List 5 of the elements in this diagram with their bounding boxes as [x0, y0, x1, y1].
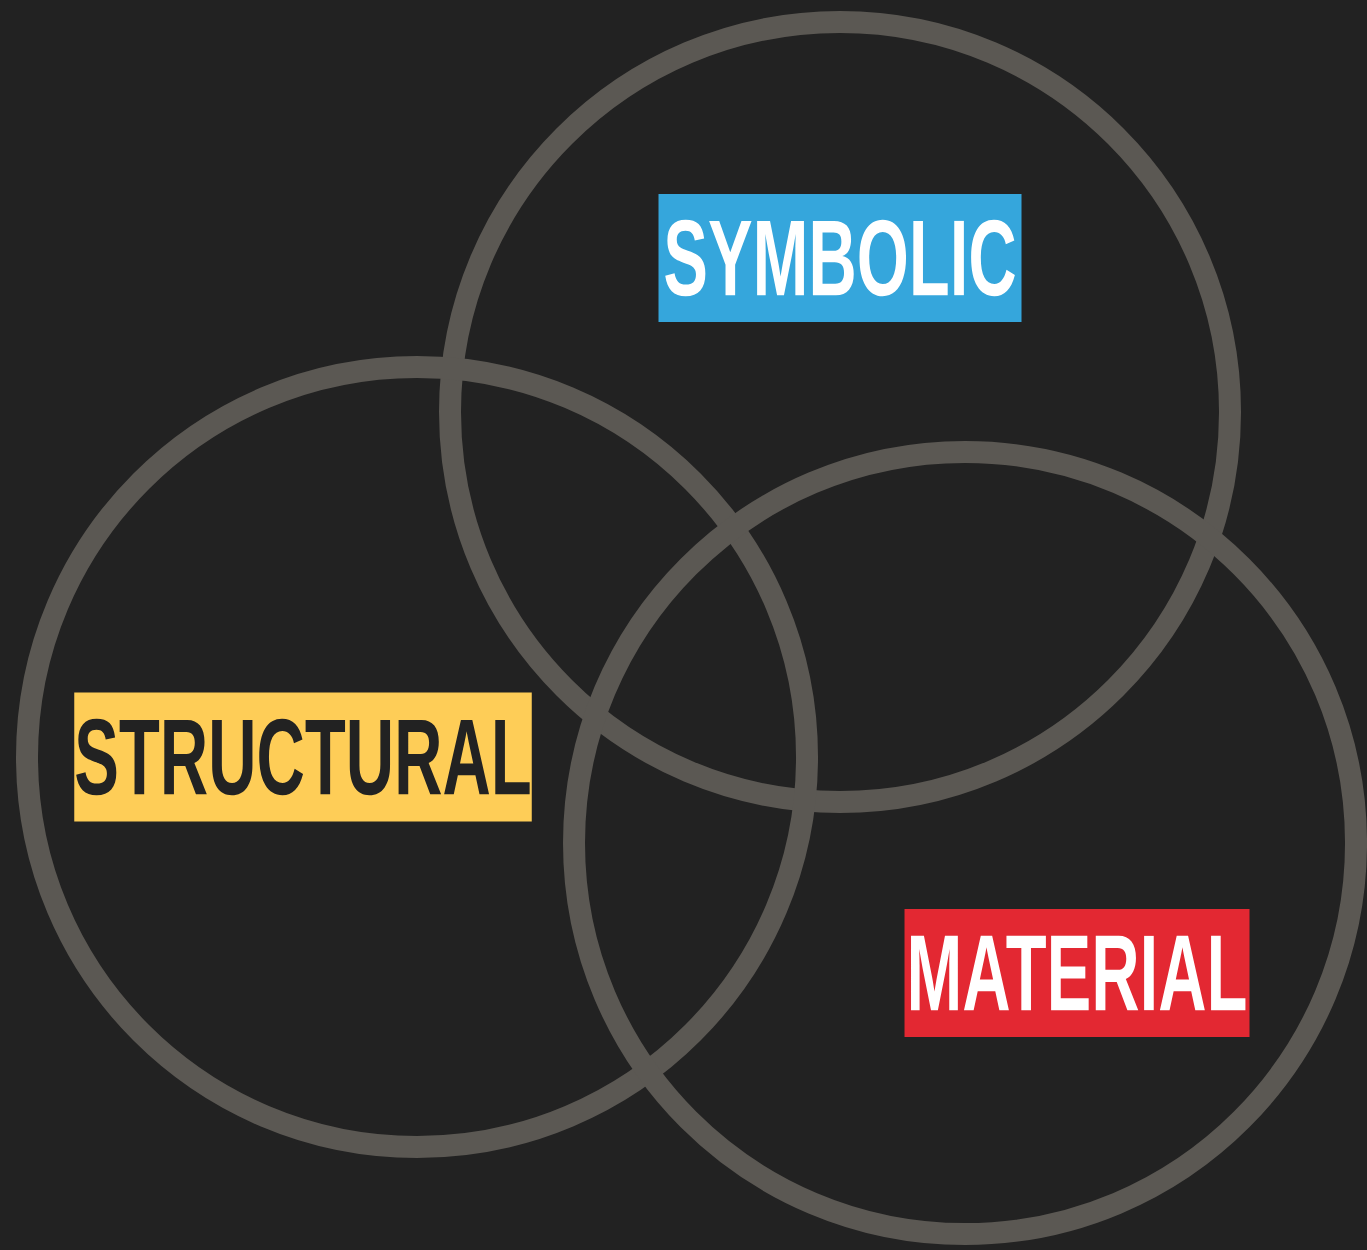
label-box: MATERIAL	[904, 909, 1250, 1037]
venn-circle	[16, 356, 818, 1158]
venn-circle	[563, 441, 1367, 1245]
label-box: SYMBOLIC	[658, 194, 1022, 322]
label-box: STRUCTURAL	[74, 692, 532, 822]
